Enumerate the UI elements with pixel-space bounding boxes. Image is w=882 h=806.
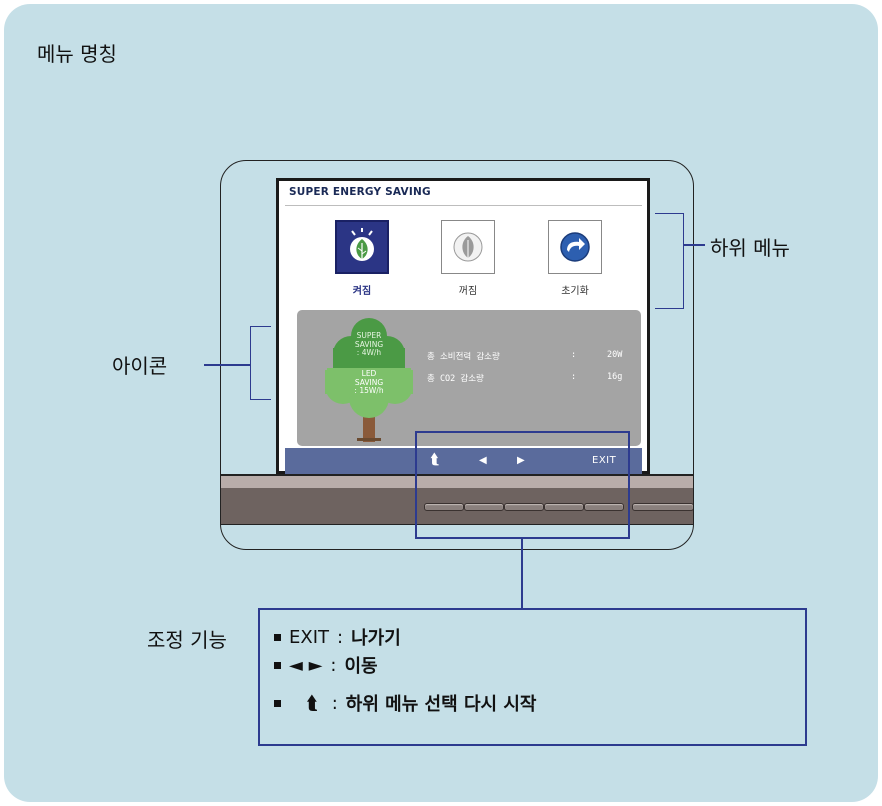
osd-up-button[interactable]: ⮬ bbox=[431, 452, 440, 468]
osd-screen: SUPER ENERGY SAVING 켜짐 bbox=[276, 178, 650, 474]
function-key-move: ◄ ► bbox=[289, 654, 323, 676]
led-saving-value: : 15W/h bbox=[354, 386, 384, 395]
option-on-button[interactable] bbox=[335, 220, 389, 274]
option-reset-label: 초기화 bbox=[561, 286, 589, 297]
power-button[interactable] bbox=[632, 503, 693, 511]
bullet-icon bbox=[274, 633, 281, 641]
bezel-button-3[interactable] bbox=[504, 503, 544, 511]
icons-bracket bbox=[250, 326, 271, 400]
function-sep-up: : bbox=[331, 692, 338, 714]
osd-right-button[interactable]: ▶ bbox=[517, 455, 525, 466]
super-saving-label-1: SUPER bbox=[356, 331, 382, 340]
leaf-burst-icon bbox=[350, 228, 374, 261]
bezel-button-1[interactable] bbox=[424, 503, 464, 511]
controls-description-box: EXIT : 나가기 ◄ ► : 이동 ⮬ : 하위 메뉴 선택 다시 시작 bbox=[258, 608, 807, 746]
osd-nav-bar: ⮬ ◀ ▶ EXIT bbox=[285, 448, 642, 474]
bullet-icon bbox=[274, 661, 281, 669]
function-row-exit: EXIT : 나가기 bbox=[274, 624, 401, 650]
submenu-leader-line bbox=[683, 244, 705, 246]
monitor-bezel bbox=[221, 488, 693, 525]
option-reset-button[interactable] bbox=[548, 220, 602, 274]
function-key-up: ⮬ bbox=[307, 692, 318, 714]
option-off-label: 꺼짐 bbox=[458, 286, 478, 297]
controls-highlight-box bbox=[415, 431, 630, 539]
menu-title: 메뉴 명칭 bbox=[37, 42, 117, 66]
controls-leader-line bbox=[521, 539, 523, 609]
leaf-icon bbox=[453, 232, 483, 262]
icons-leader-line bbox=[204, 364, 250, 366]
stat-co2-sep: : bbox=[571, 372, 577, 382]
osd-content: 켜짐 꺼짐 초기화 bbox=[285, 205, 642, 446]
osd-left-button[interactable]: ◀ bbox=[479, 455, 487, 466]
function-sep-exit: : bbox=[337, 626, 344, 648]
reset-arrow-icon bbox=[560, 232, 590, 262]
function-row-restart: ⮬ : 하위 메뉴 선택 다시 시작 bbox=[274, 690, 536, 716]
option-off-button[interactable] bbox=[441, 220, 495, 274]
controls-callout: 조정 기능 bbox=[147, 628, 227, 652]
bezel-button-2[interactable] bbox=[464, 503, 504, 511]
super-saving-value: : 4W/h bbox=[356, 348, 382, 357]
savings-info-panel: SUPER SAVING : 4W/h LED SAVING : 15W/h 총… bbox=[297, 310, 641, 446]
tree-illustration bbox=[325, 318, 413, 442]
super-saving-label-2: SAVING bbox=[354, 339, 384, 349]
stat-power-label: 총 소비전력 감소량 bbox=[427, 352, 500, 362]
osd-title: SUPER ENERGY SAVING bbox=[289, 186, 431, 198]
function-row-move: ◄ ► : 이동 bbox=[274, 652, 378, 678]
led-saving-label-2: SAVING bbox=[354, 377, 384, 387]
bezel-button-5[interactable] bbox=[584, 503, 624, 511]
function-key-exit: EXIT bbox=[289, 626, 330, 648]
option-on-label: 켜짐 bbox=[352, 286, 372, 297]
led-saving-label-1: LED bbox=[361, 369, 377, 378]
osd-exit-button[interactable]: EXIT bbox=[592, 455, 617, 466]
stat-co2-value: 16g bbox=[607, 372, 623, 382]
stat-co2-label: 총 CO2 감소량 bbox=[427, 374, 484, 384]
bezel-button-4[interactable] bbox=[544, 503, 584, 511]
stat-power-value: 20W bbox=[607, 350, 623, 360]
icons-callout: 아이콘 bbox=[112, 354, 168, 378]
function-desc-restart: 하위 메뉴 선택 다시 시작 bbox=[345, 694, 537, 715]
function-desc-exit: 나가기 bbox=[351, 628, 401, 649]
bullet-icon bbox=[274, 699, 281, 707]
function-sep-move: : bbox=[330, 654, 337, 676]
monitor: SUPER ENERGY SAVING 켜짐 bbox=[220, 160, 694, 550]
stat-power-sep: : bbox=[571, 350, 577, 360]
submenu-callout: 하위 메뉴 bbox=[710, 236, 790, 260]
submenu-bracket bbox=[655, 213, 684, 309]
function-desc-move: 이동 bbox=[344, 656, 378, 677]
